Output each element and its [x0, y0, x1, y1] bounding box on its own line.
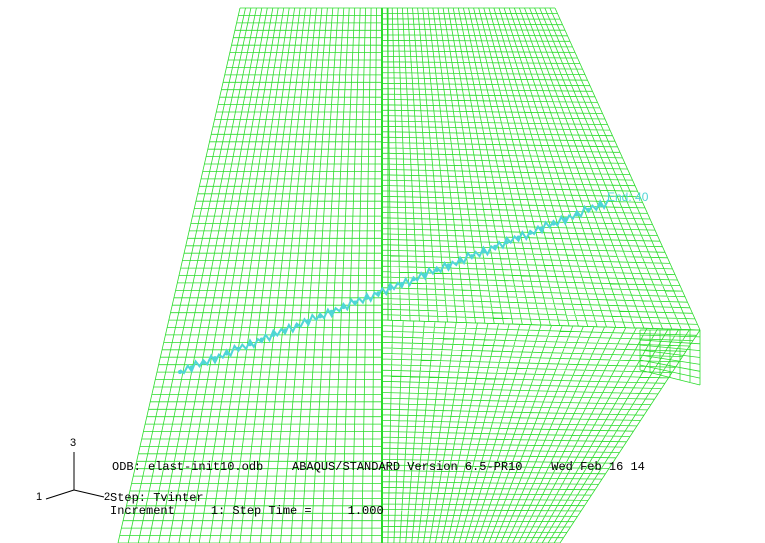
path-end-label: End: 40 [607, 190, 649, 204]
odb-info-line: ODB: elast-init10.odb ABAQUS/STANDARD Ve… [112, 460, 645, 474]
path-node [248, 342, 252, 347]
path-node [294, 323, 299, 328]
path-node [539, 226, 544, 231]
path-node [364, 295, 369, 300]
path-node [341, 305, 346, 310]
mesh-left-web [117, 7, 383, 543]
triad-icon [45, 452, 105, 500]
mesh-lower-flange [381, 319, 701, 543]
path-node [259, 337, 264, 342]
path-node [399, 281, 404, 286]
path-node [434, 268, 439, 272]
mesh-right-web [381, 7, 701, 331]
path-node [563, 217, 568, 221]
path-node [469, 254, 474, 259]
path-node [213, 356, 217, 361]
triad-axis-1-label: 1 [36, 491, 43, 503]
coordinate-triad: 3 1 2 [30, 435, 120, 505]
path-node [201, 360, 206, 365]
path-node [493, 244, 498, 249]
path-node [189, 365, 194, 370]
triad-axis-2-label: 2 [104, 491, 111, 503]
path-node [598, 203, 603, 208]
path-node [329, 309, 334, 314]
path-node [528, 230, 533, 235]
increment-info-line: Increment 1: Step Time = 1.000 [110, 504, 384, 518]
path-node [283, 328, 288, 333]
path-node [504, 240, 509, 245]
path-node [236, 346, 241, 351]
path-node [353, 300, 358, 305]
path-node [586, 207, 591, 212]
triad-axis-3-label: 3 [70, 437, 77, 449]
path-node [376, 291, 381, 296]
path-node [318, 314, 323, 319]
path-node [423, 272, 428, 277]
step-info-line: Step: Tvinter [110, 491, 204, 505]
path-node [516, 235, 521, 240]
path-node [458, 258, 463, 263]
path-line [179, 199, 609, 375]
path-node [388, 286, 393, 291]
path-node [271, 332, 276, 337]
path-node [178, 370, 182, 374]
mesh-stiffener [639, 329, 701, 386]
path-node [481, 249, 486, 254]
path-node [551, 221, 556, 226]
path-node [446, 263, 451, 268]
path-node [411, 277, 416, 282]
path-node [306, 319, 311, 323]
path-node [224, 351, 229, 356]
path-node [574, 212, 579, 217]
